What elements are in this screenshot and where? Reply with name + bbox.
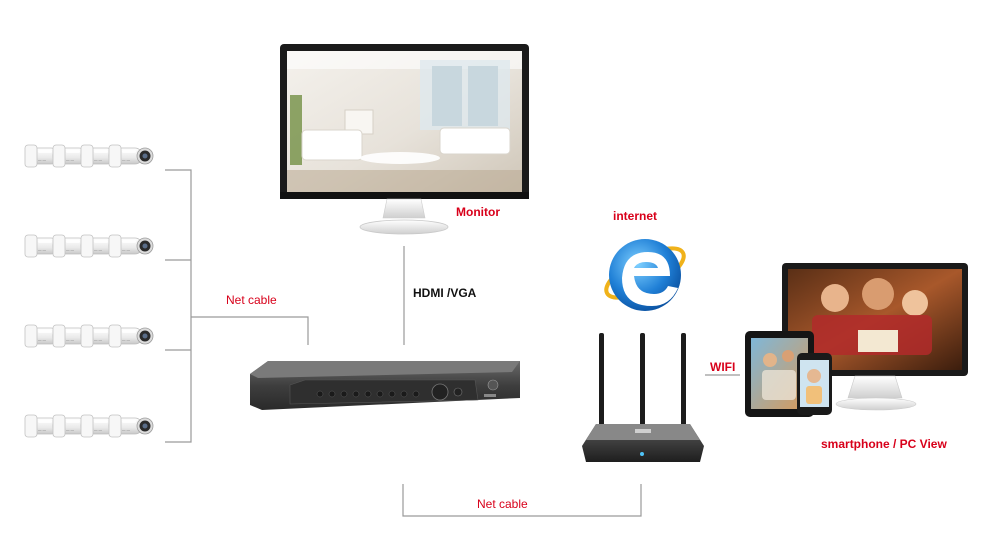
- client-view-label: smartphone / PC View: [821, 437, 947, 451]
- cctv-camera-icon: [108, 414, 154, 438]
- client-devices: [745, 263, 968, 417]
- monitor-label: Monitor: [456, 205, 500, 219]
- wifi-router-icon: [582, 333, 704, 462]
- monitor-icon: [280, 44, 529, 235]
- net-cable-bottom-label: Net cable: [477, 497, 528, 511]
- smartphone-icon: [797, 353, 832, 415]
- camera-to-nvr-line: [191, 316, 309, 345]
- camera-array: [24, 144, 154, 438]
- nvr-recorder-icon: [250, 361, 520, 410]
- net-cable-left-label: Net cable: [226, 293, 277, 307]
- cctv-camera-icon: [108, 144, 154, 168]
- internet-label: internet: [613, 209, 658, 223]
- internet-explorer-icon: [604, 239, 686, 311]
- cctv-camera-icon: [108, 234, 154, 258]
- hdmi-vga-label: HDMI /VGA: [413, 286, 477, 300]
- tablet-icon: [745, 331, 814, 417]
- cctv-camera-icon: [108, 324, 154, 348]
- wifi-label: WIFI: [710, 360, 736, 374]
- nvr-to-router-line: [402, 484, 642, 517]
- connector-lines: [165, 169, 740, 517]
- camera-bus-line: [165, 169, 192, 443]
